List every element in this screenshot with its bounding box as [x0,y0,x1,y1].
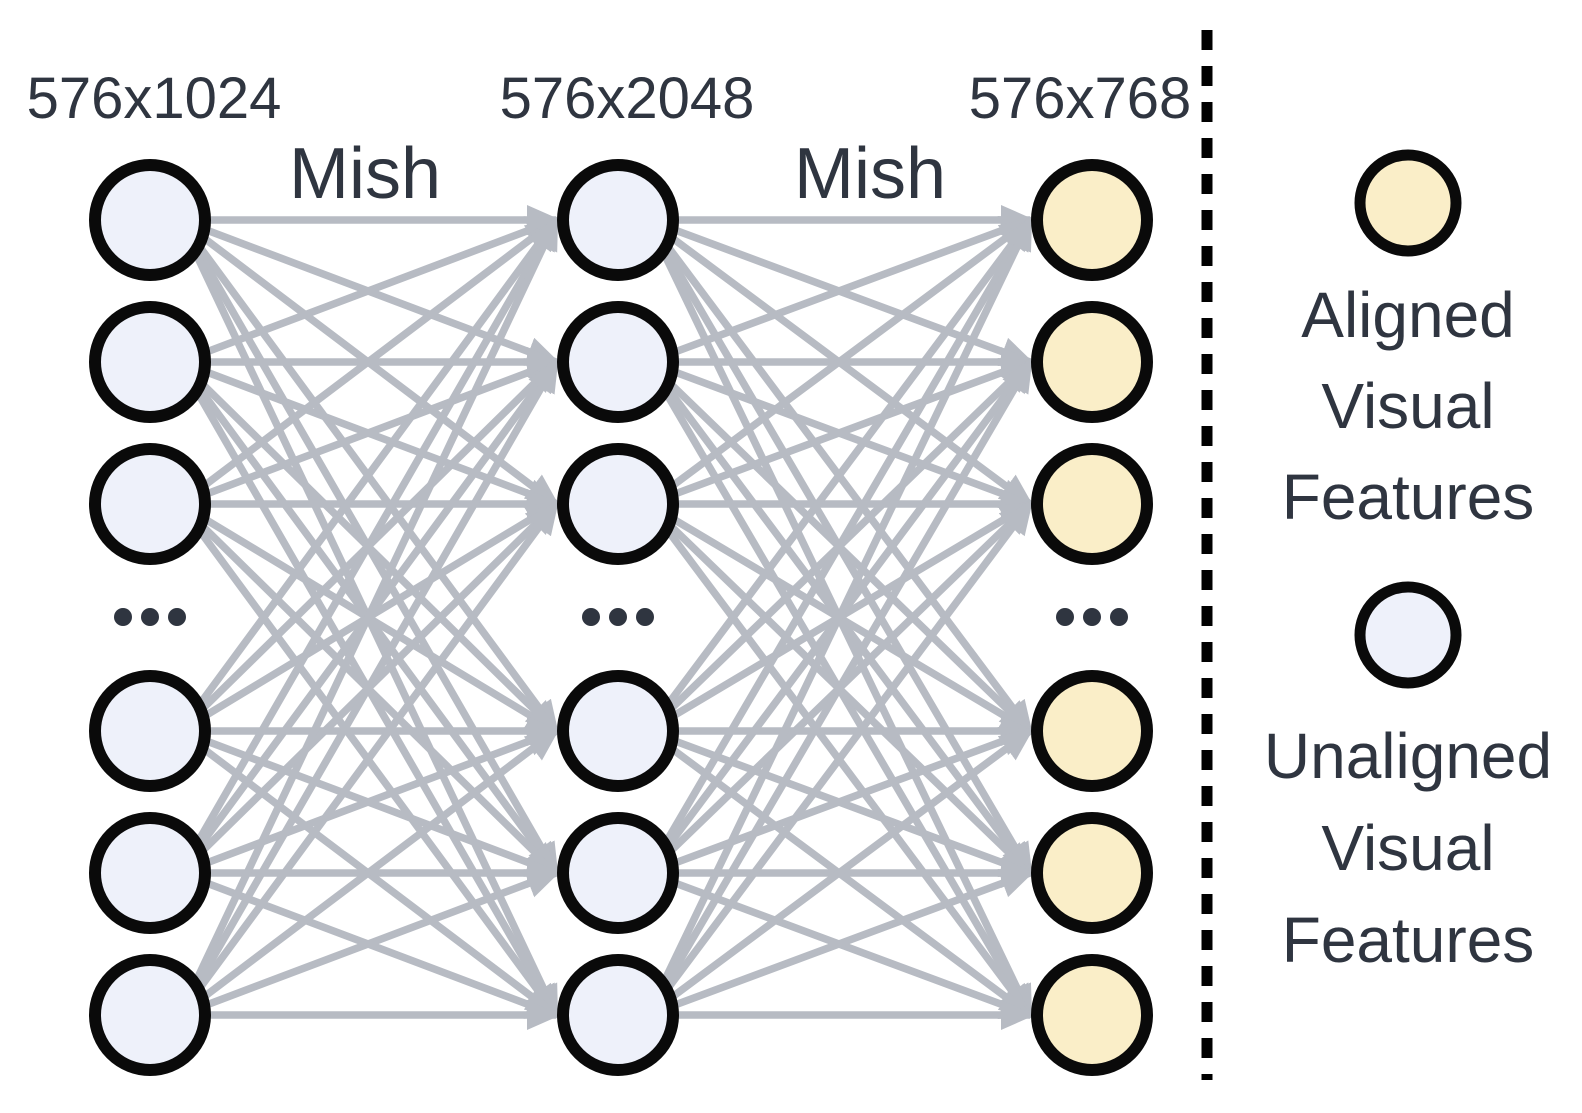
edge [644,499,1034,1018]
unaligned-node [89,954,211,1076]
aligned-node [1031,954,1153,1076]
legend-unaligned-line2: Visual [1321,812,1494,884]
node-columns [89,159,1153,1076]
edge [646,869,1035,1019]
edge [178,869,561,1019]
legend-unaligned-line3: Features [1282,904,1535,976]
edge [646,727,1035,877]
edge [178,727,561,877]
ellipsis-dot [1056,608,1074,626]
layer2-dim-label: 576x2048 [500,66,755,131]
ellipsis-dot [1083,608,1101,626]
unaligned-node [89,301,211,423]
edge [176,357,560,1017]
unaligned-node [89,159,211,281]
edge [644,215,1034,734]
activation-label-2: Mish [794,134,946,214]
activation-label-1: Mish [289,134,441,214]
unaligned-node-icon [1354,581,1462,689]
aligned-node [1031,812,1153,934]
aligned-node [1031,670,1153,792]
edge [177,216,560,507]
legend-unaligned-line1: Unaligned [1264,720,1552,792]
unaligned-node [89,443,211,565]
aligned-node [1031,301,1153,423]
edge [178,216,561,366]
layer-dim-labels: 576x1024 576x2048 576x768 [27,66,1192,131]
edge [646,358,1035,508]
ellipsis-dot [636,608,654,626]
ellipsis-dot [114,608,132,626]
ellipsis-dot [141,608,159,626]
activation-labels: Mish Mish [289,134,946,214]
unaligned-node [557,670,679,792]
aligned-node [1031,159,1153,281]
unaligned-node [557,812,679,934]
unaligned-node [557,443,679,565]
unaligned-node [89,670,211,792]
unaligned-node [557,301,679,423]
edge [176,215,560,875]
layer1-dim-label: 576x1024 [27,66,282,131]
ellipsis-dot [609,608,627,626]
edge [644,357,1034,1017]
edge [645,727,1035,1019]
unaligned-node [557,954,679,1076]
aligned-node-icon [1354,149,1462,257]
edge [178,358,561,508]
edge [644,215,1034,1017]
aligned-node [1031,443,1153,565]
edge [646,216,1035,366]
legend-aligned-line3: Features [1282,461,1535,533]
edge [176,215,560,734]
ellipsis-dot [168,608,186,626]
edge-bundles [176,205,1035,1030]
unaligned-node [557,159,679,281]
ellipsis-dot [1110,608,1128,626]
legend-aligned-line2: Visual [1321,370,1494,442]
unaligned-node [89,812,211,934]
edge [177,727,560,1018]
legend-aligned-line1: Aligned [1301,279,1515,351]
layer3-dim-label: 576x768 [969,66,1192,131]
legend: Aligned Visual Features Unaligned Visual… [1264,149,1552,976]
edge [644,215,1034,875]
edge [645,216,1035,508]
edge [176,215,560,1017]
edge [176,499,560,1018]
ellipsis-dot [582,608,600,626]
